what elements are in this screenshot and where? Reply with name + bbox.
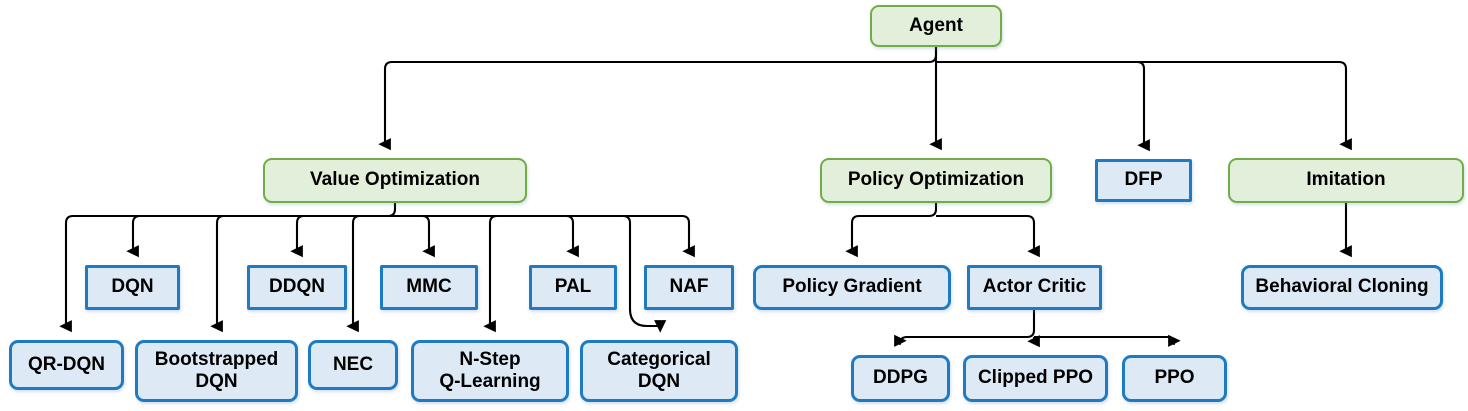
node-ppo[interactable]: PPO (1122, 355, 1227, 402)
edge-ac-to-ddpg (894, 310, 1036, 347)
edge-vo-to-categorical-dqn (395, 214, 667, 333)
node-mmc[interactable]: MMC (380, 265, 478, 310)
node-label-dqn: DQN (111, 276, 154, 298)
node-policy_gradient[interactable]: Policy Gradient (753, 265, 951, 310)
edge-vo-to-mmc (395, 214, 435, 258)
node-label-bootstrapped_dqn: Bootstrapped DQN (154, 348, 279, 392)
node-label-agent: Agent (909, 14, 963, 36)
edge-po-to-policy-gradient (845, 203, 938, 258)
node-actor_critic[interactable]: Actor Critic (967, 265, 1102, 310)
edge-ac-to-ppo (1034, 334, 1181, 347)
edge-agent-bus-to-value-optimization (378, 47, 938, 151)
node-label-nec: NEC (332, 353, 374, 375)
edge-po-to-actor-critic (936, 214, 1040, 258)
edge-vo-to-bootstrapped-dqn (210, 214, 395, 333)
edge-vo-to-naf (395, 214, 695, 258)
edge-vo-to-dqn (126, 203, 397, 258)
node-categorical_dqn[interactable]: Categorical DQN (580, 340, 738, 402)
node-label-ddqn: DDQN (269, 276, 325, 298)
node-label-qr_dqn: QR-DQN (27, 353, 106, 375)
edge-agent-bus-to-dfp (936, 60, 1150, 152)
node-label-categorical_dqn: Categorical DQN (607, 348, 711, 392)
node-label-ddpg: DDPG (873, 367, 928, 389)
node-bootstrapped_dqn[interactable]: Bootstrapped DQN (135, 340, 298, 402)
node-ddpg[interactable]: DDPG (851, 355, 950, 402)
node-label-value_optimization: Value Optimization (310, 169, 480, 191)
node-label-actor_critic: Actor Critic (982, 276, 1087, 298)
edge-vo-to-pal (395, 214, 579, 258)
node-label-ppo: PPO (1154, 367, 1195, 389)
node-dfp[interactable]: DFP (1095, 159, 1192, 202)
node-behavioral_cloning[interactable]: Behavioral Cloning (1241, 265, 1443, 310)
node-imitation[interactable]: Imitation (1228, 158, 1464, 203)
node-label-dfp: DFP (1124, 169, 1163, 191)
node-ddqn[interactable]: DDQN (247, 265, 347, 310)
node-clipped_ppo[interactable]: Clipped PPO (963, 355, 1108, 402)
node-qr_dqn[interactable]: QR-DQN (9, 340, 124, 390)
node-nec[interactable]: NEC (308, 340, 398, 390)
node-naf[interactable]: NAF (644, 265, 734, 310)
node-label-behavioral_cloning: Behavioral Cloning (1255, 276, 1429, 298)
node-label-clipped_ppo: Clipped PPO (977, 367, 1094, 389)
node-n_step_q_learning[interactable]: N-Step Q-Learning (411, 340, 569, 402)
node-dqn[interactable]: DQN (85, 265, 180, 310)
node-policy_optimization[interactable]: Policy Optimization (820, 158, 1052, 203)
node-pal[interactable]: PAL (529, 265, 617, 310)
node-label-n_step_q_learning: N-Step Q-Learning (439, 348, 541, 392)
node-label-naf: NAF (669, 276, 709, 298)
node-value_optimization[interactable]: Value Optimization (263, 158, 527, 203)
node-label-pal: PAL (554, 276, 592, 298)
edge-vo-to-nec (346, 214, 395, 333)
node-agent[interactable]: Agent (870, 5, 1002, 47)
edge-vo-to-qr-dqn (59, 214, 395, 333)
edge-agent-bus-to-imitation (936, 60, 1352, 151)
edge-vo-to-ddqn (290, 214, 395, 258)
node-label-imitation: Imitation (1306, 169, 1386, 191)
node-label-policy_optimization: Policy Optimization (847, 169, 1025, 191)
node-label-policy_gradient: Policy Gradient (782, 276, 922, 298)
node-label-mmc: MMC (406, 276, 452, 298)
